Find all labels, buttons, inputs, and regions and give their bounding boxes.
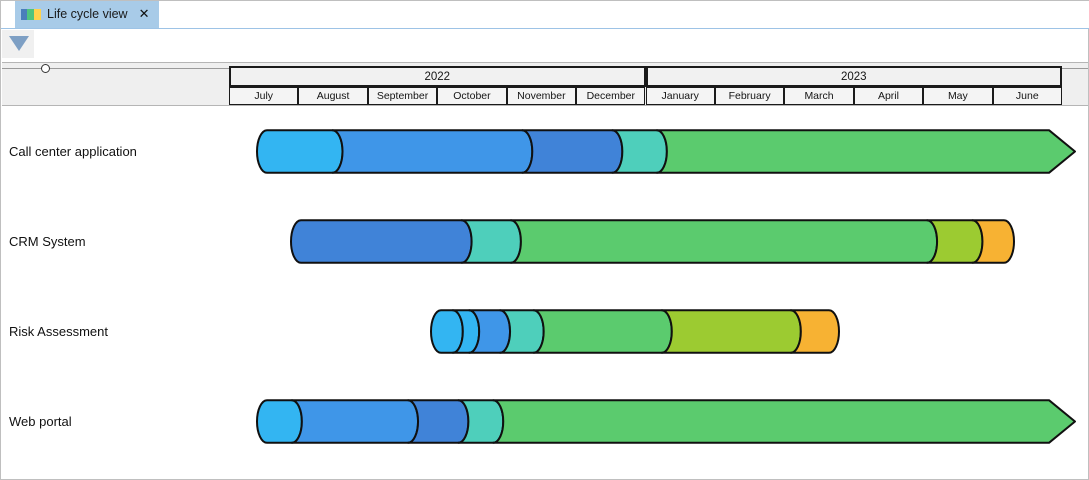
month-cell: December [576,87,646,105]
lifecycle-bar[interactable] [290,218,1015,264]
lifecycle-segment[interactable] [430,308,464,354]
tab-title: Life cycle view [47,7,128,22]
lifecycle-segment[interactable] [331,128,534,174]
row-label: Risk Assessment [9,323,108,339]
lifecycle-bar-shape [256,398,1076,444]
month-cell: June [992,87,1062,105]
month-cell: April [853,87,924,105]
gantt-row: Web portal [2,376,1088,466]
filter-triangle-icon [9,36,29,51]
month-cell: July [229,87,299,105]
lifecycle-segment[interactable] [655,128,1076,174]
lifecycle-segment[interactable] [509,218,939,264]
gantt-row: CRM System [2,196,1088,286]
gantt-row: Risk Assessment [2,286,1088,376]
lifecycle-segment[interactable] [660,308,802,354]
close-icon[interactable]: ✕ [138,7,150,22]
month-cell: May [923,87,993,105]
lifecycle-segment[interactable] [290,218,473,264]
gantt-row: Call center application [2,106,1088,196]
year-cell: 2023 [645,66,1062,87]
tab-life-cycle-view[interactable]: Life cycle view ✕ [15,1,159,28]
month-cell: August [298,87,368,105]
lifecycle-segment[interactable] [407,398,470,444]
row-label: Call center application [9,143,137,159]
month-cell: September [367,87,438,105]
lifecycle-segment[interactable] [971,218,1015,264]
lifecycle-segment[interactable] [532,308,673,354]
lifecycle-segment[interactable] [290,398,420,444]
lifecycle-segment[interactable] [789,308,840,354]
row-label: Web portal [9,413,72,429]
month-cell: January [645,87,715,105]
lifecycle-bar[interactable] [256,128,1076,174]
year-cell: 2022 [229,66,646,87]
month-cell: February [714,87,785,105]
month-cell: October [437,87,507,105]
lifecycle-bar-shape [430,308,840,354]
lifecycle-bar-shape [256,128,1076,174]
row-label: CRM System [9,233,86,249]
lifecycle-bars-icon [21,9,41,20]
lifecycle-bar[interactable] [430,308,840,354]
lifecycle-bar[interactable] [256,398,1076,444]
tab-bar: Life cycle view ✕ [1,1,1089,29]
lifecycle-segment[interactable] [492,398,1076,444]
month-cell: November [506,87,577,105]
lifecycle-bar-shape [290,218,1015,264]
lifecycle-segment[interactable] [256,128,344,174]
month-cell: March [784,87,854,105]
filter-button[interactable] [2,30,34,58]
lifecycle-segment[interactable] [521,128,624,174]
zoom-slider-handle[interactable] [41,64,50,73]
lifecycle-segment[interactable] [256,398,303,444]
